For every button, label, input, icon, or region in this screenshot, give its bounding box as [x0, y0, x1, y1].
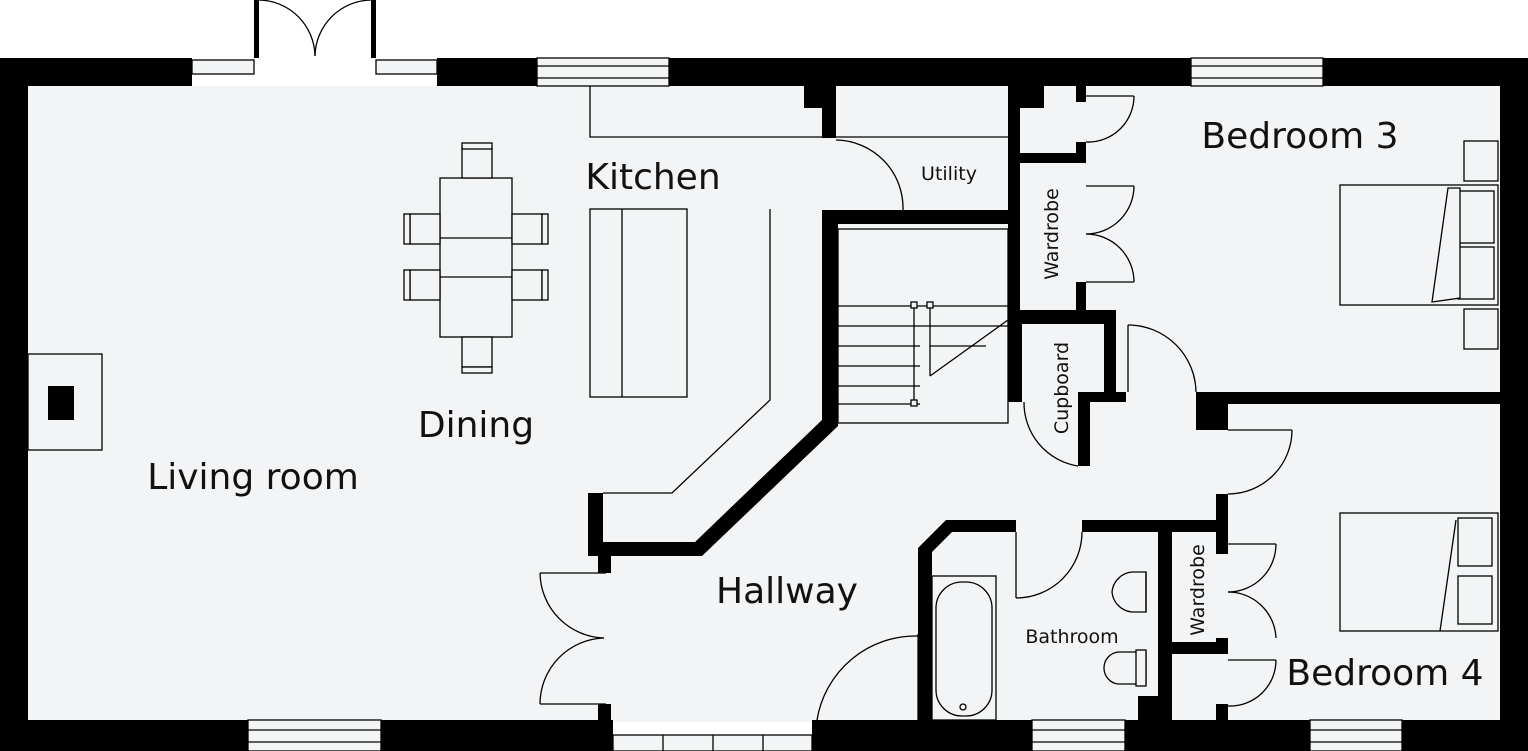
outer-walls — [0, 58, 1528, 751]
bed-bedroom3 — [1339, 140, 1499, 350]
windows — [191, 57, 1403, 751]
kitchen-island — [589, 208, 688, 398]
label-bedroom-4: Bedroom 4 — [1286, 653, 1483, 694]
label-living-room: Living room — [147, 457, 359, 498]
window-top-living — [191, 59, 255, 75]
staircase — [837, 228, 1009, 424]
label-bedroom-3: Bedroom 3 — [1201, 116, 1398, 157]
window-top-kitchen — [536, 57, 670, 87]
label-cupboard: Cupboard — [1051, 342, 1073, 434]
kitchen-fittings — [589, 86, 1008, 494]
label-utility: Utility — [921, 163, 977, 185]
room-labels: Living room Dining Kitchen Utility Hallw… — [147, 116, 1483, 694]
fireplace — [27, 353, 103, 451]
french-doors — [254, 0, 376, 58]
window-top-bedroom3 — [1190, 57, 1324, 87]
window-bottom-living — [247, 719, 382, 751]
label-dining: Dining — [418, 405, 534, 446]
dining-table — [403, 142, 549, 374]
label-wardrobe-upper: Wardrobe — [1041, 188, 1063, 280]
label-kitchen: Kitchen — [585, 157, 720, 198]
label-wardrobe-lower: Wardrobe — [1187, 544, 1209, 636]
bathroom-fittings — [931, 571, 1147, 721]
inner-walls — [588, 86, 1500, 720]
basin — [1111, 571, 1147, 613]
label-hallway: Hallway — [716, 571, 858, 612]
bed-bedroom4 — [1339, 512, 1499, 632]
door-swings — [539, 95, 1293, 722]
label-bathroom: Bathroom — [1025, 626, 1118, 648]
window-bottom-bedroom4 — [1309, 719, 1403, 751]
window-bottom-bathroom — [1031, 719, 1126, 751]
